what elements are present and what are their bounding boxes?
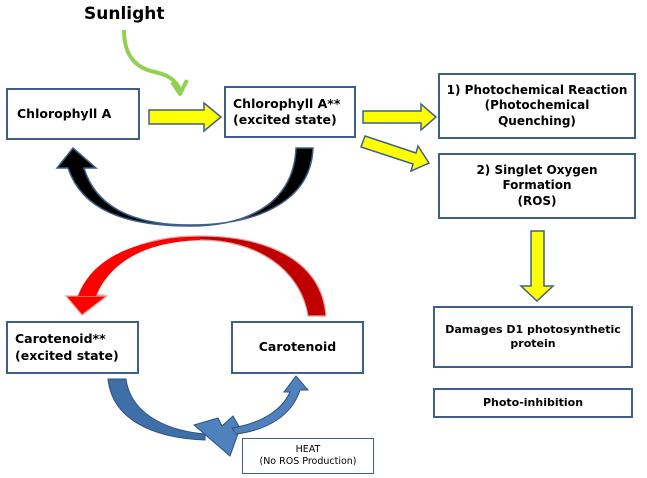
node-text: Photo-inhibition: [482, 395, 584, 409]
node-text: 1) Photochemical Reaction: [446, 82, 628, 97]
arrow-excited-to-singlet-oxygen: [360, 135, 431, 173]
node-text: 2) Singlet Oxygen: [476, 162, 598, 177]
node-text: (Photochemical: [484, 98, 590, 113]
blue-dissipation-arrow-right: [231, 375, 310, 435]
sunlight-arrow: [122, 29, 189, 96]
node-heat: HEAT (No ROS Production): [242, 438, 374, 474]
node-text: Carotenoid**: [15, 331, 106, 347]
red-arrow-head: [64, 295, 109, 316]
node-text: protein: [510, 337, 556, 350]
node-carotenoid: Carotenoid: [231, 321, 364, 374]
node-text: (excited state): [15, 347, 119, 363]
red-energy-transfer-arrow: [81, 235, 327, 317]
node-photochemical-reaction: 1) Photochemical Reaction (Photochemical…: [438, 73, 636, 139]
node-photo-inhibition: Photo-inhibition: [433, 388, 633, 418]
sunlight-label: Sunlight: [84, 4, 165, 24]
arrow-excited-to-photochemical: [362, 102, 438, 132]
node-text: Quenching): [498, 113, 576, 128]
node-singlet-oxygen: 2) Singlet Oxygen Formation (ROS): [438, 153, 636, 219]
blue-dissipation-arrow-left: [107, 378, 206, 441]
red-arrow-left-body: [78, 237, 200, 296]
node-chlorophyll-a: Chlorophyll A: [6, 88, 140, 140]
arrow-singlet-to-damages: [519, 230, 555, 303]
node-text: (No ROS Production): [259, 456, 357, 467]
node-text: (ROS): [517, 193, 557, 208]
node-text: (excited state): [233, 112, 337, 127]
node-text: Carotenoid: [258, 339, 337, 355]
blue-heat-arrow-head: [192, 415, 241, 457]
arrow-chlorophyll-to-excited: [148, 101, 223, 133]
node-text: Chlorophyll A**: [233, 95, 341, 111]
node-damages-d1: Damages D1 photosynthetic protein: [433, 306, 633, 368]
black-return-arrow: [55, 146, 314, 227]
node-chlorophyll-a-excited: Chlorophyll A** (excited state): [224, 86, 356, 138]
node-text: HEAT: [295, 443, 321, 455]
node-carotenoid-excited: Carotenoid** (excited state): [6, 321, 139, 374]
node-text: Formation: [502, 178, 572, 193]
node-text: Damages D1 photosynthetic: [445, 322, 621, 336]
node-text: Chlorophyll A: [17, 105, 112, 121]
